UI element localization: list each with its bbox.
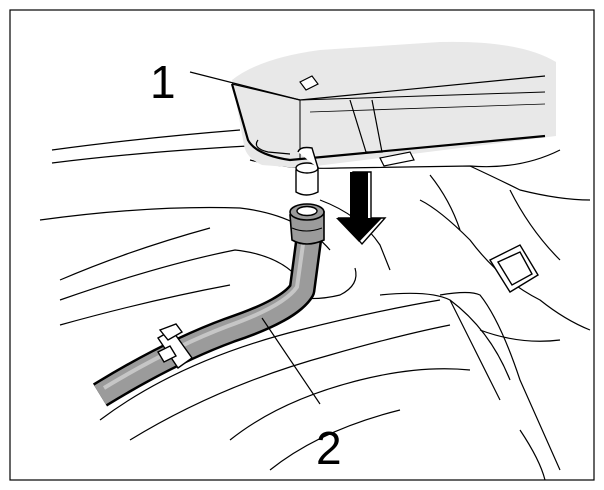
right-bracket [488,244,539,293]
callout-2: 2 [316,422,342,474]
hose-clamp [157,323,193,369]
reservoir-outlet [295,146,319,196]
border [9,9,595,481]
callout-1: 1 [150,56,176,108]
leader-lines [189,71,321,405]
reservoir [230,41,556,169]
leader-line-2 [261,317,321,405]
down-arrow-icon [336,171,387,246]
hose [92,203,325,407]
leader-line-1 [189,71,301,101]
